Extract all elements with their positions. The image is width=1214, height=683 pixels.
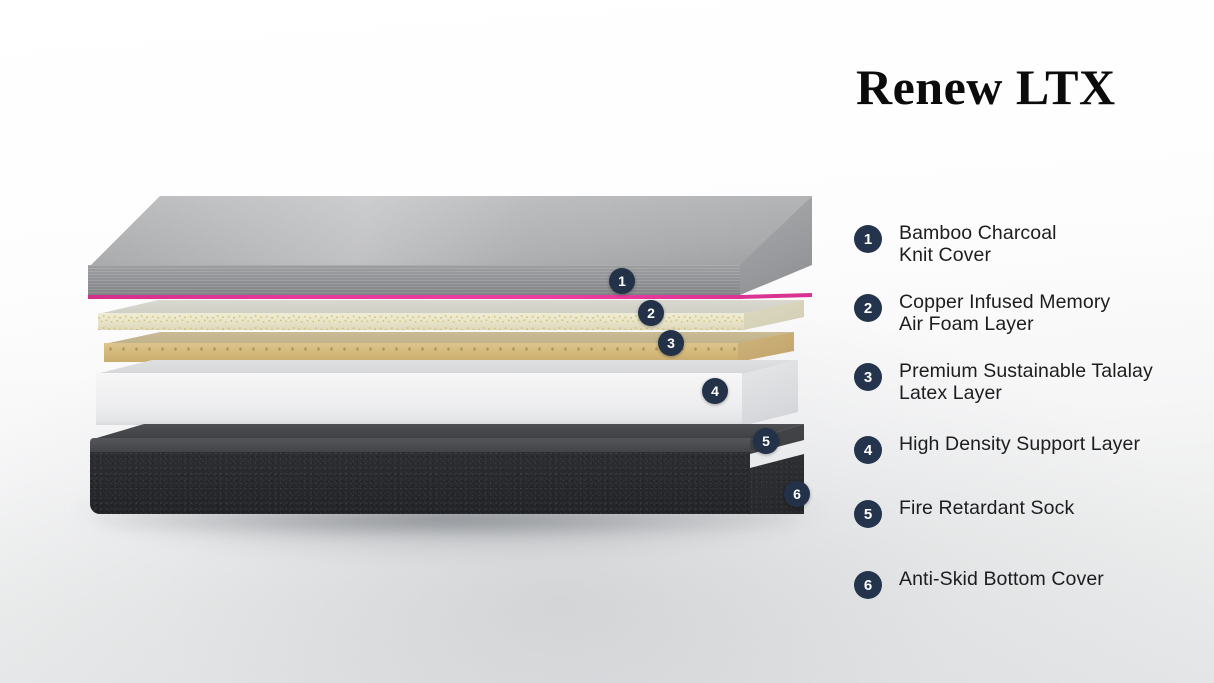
mattress-callout-badge-1-number: 1 [618, 273, 626, 289]
legend-badge-6: 6 [854, 571, 882, 599]
layer-4-top-face [96, 360, 798, 374]
legend-badge-5-number: 5 [863, 505, 873, 523]
legend-item-5[interactable]: 5 Fire Retardant Sock [854, 497, 1194, 528]
layer-4-front-face [96, 373, 742, 425]
mattress-callout-badge-2[interactable]: 2 [638, 300, 664, 326]
legend-label-3: Premium Sustainable Talalay Latex Layer [899, 360, 1153, 404]
mattress-callout-badge-4-number: 4 [711, 383, 719, 399]
mattress-callout-badge-5[interactable]: 5 [753, 428, 779, 454]
legend-label-2: Copper Infused Memory Air Foam Layer [899, 291, 1111, 335]
legend-label-5: Fire Retardant Sock [899, 497, 1075, 519]
layer-1-knit-texture [88, 265, 740, 295]
floor-contact-shadow [96, 512, 796, 538]
mattress-callout-badge-5-number: 5 [762, 433, 770, 449]
legend-item-3[interactable]: 3 Premium Sustainable Talalay Latex Laye… [854, 360, 1194, 404]
legend-badge-4-number: 4 [863, 441, 873, 459]
legend-item-2[interactable]: 2 Copper Infused Memory Air Foam Layer [854, 291, 1194, 335]
mattress-stack-illustration: 1 2 3 4 5 6 [88, 196, 812, 514]
legend-badge-2: 2 [854, 294, 882, 322]
legend-badge-3: 3 [854, 363, 882, 391]
layer-3-front-face [104, 343, 738, 362]
product-info-panel: Renew LTX 1 Bamboo Charcoal Knit Cover 2… [846, 46, 1196, 606]
layer-3-latex-perforation-texture [104, 345, 738, 353]
layer-2-copper-speckle-texture [98, 313, 744, 330]
mattress-callout-badge-6-number: 6 [793, 486, 801, 502]
layer-5-front-face [90, 438, 750, 454]
legend-badge-6-number: 6 [863, 576, 873, 594]
mattress-callout-badge-4[interactable]: 4 [702, 378, 728, 404]
layer-1-magenta-piping [88, 293, 812, 299]
layer-3-top-face [104, 332, 794, 344]
legend-badge-1: 1 [854, 225, 882, 253]
mattress-callout-badge-6[interactable]: 6 [784, 481, 810, 507]
layer-6-front-face [90, 452, 750, 514]
layer-1-top-highlight [88, 196, 812, 268]
legend-item-4[interactable]: 4 High Density Support Layer [854, 433, 1194, 464]
legend-label-1: Bamboo Charcoal Knit Cover [899, 222, 1057, 266]
legend-badge-2-number: 2 [863, 299, 873, 317]
layer-2-top-face [98, 300, 804, 314]
legend-label-4: High Density Support Layer [899, 433, 1141, 455]
mattress-callout-badge-2-number: 2 [647, 305, 655, 321]
legend-badge-3-number: 3 [863, 368, 873, 386]
legend-item-1[interactable]: 1 Bamboo Charcoal Knit Cover [854, 222, 1194, 266]
product-title: Renew LTX [856, 59, 1116, 115]
layer-1-top-face [88, 196, 812, 268]
layer-6-fabric-texture [90, 452, 750, 514]
legend-badge-4: 4 [854, 436, 882, 464]
legend-item-6[interactable]: 6 Anti-Skid Bottom Cover [854, 568, 1194, 599]
legend-badge-1-number: 1 [863, 230, 873, 248]
mattress-callout-badge-3-number: 3 [667, 335, 675, 351]
legend-badge-5: 5 [854, 500, 882, 528]
mattress-callout-badge-1[interactable]: 1 [609, 268, 635, 294]
legend-label-6: Anti-Skid Bottom Cover [899, 568, 1104, 590]
mattress-callout-badge-3[interactable]: 3 [658, 330, 684, 356]
layer-5-top-face [90, 424, 804, 440]
